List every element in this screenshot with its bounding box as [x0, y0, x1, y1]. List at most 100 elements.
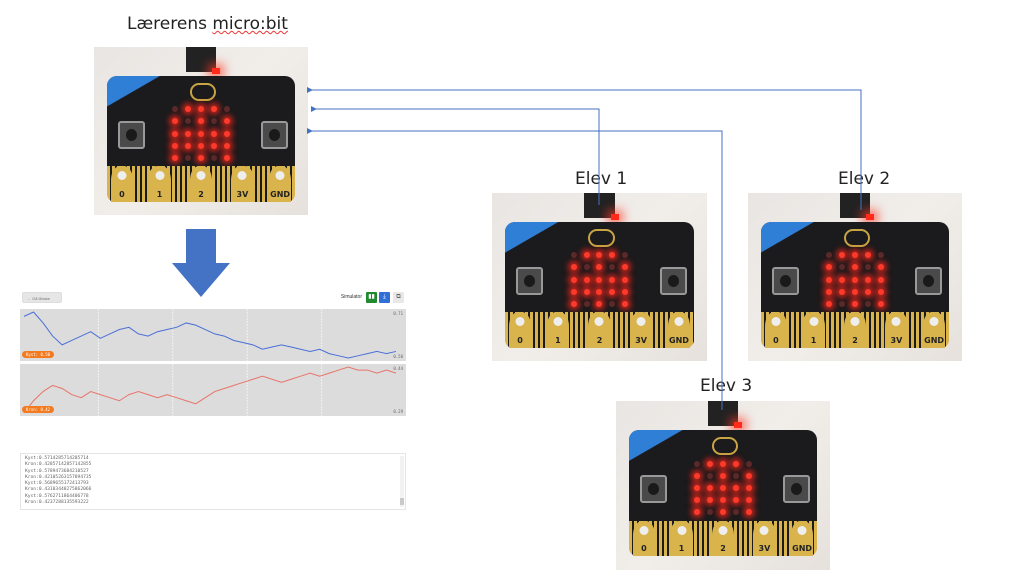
led	[694, 509, 701, 516]
led	[185, 154, 192, 161]
led	[694, 472, 701, 479]
log-line: Kyst:0.5789473684210527	[25, 468, 89, 474]
led	[622, 276, 629, 283]
led	[864, 300, 871, 307]
board-stripe	[760, 221, 837, 255]
button-a	[118, 120, 145, 149]
led	[185, 130, 192, 137]
led	[707, 497, 714, 504]
pin-gnd: GND	[922, 312, 946, 348]
down-arrow-icon	[172, 229, 230, 297]
pin-2: 2	[711, 521, 735, 557]
microbit-simulator-panel: ← Gå tilbake Simulator ▮▮ ⤓ ⧉ 0.71 0.50 …	[20, 290, 406, 416]
led	[864, 276, 871, 283]
plot-kyst-ymax: 0.71	[393, 311, 403, 316]
led	[570, 300, 577, 307]
led	[172, 118, 179, 125]
led	[570, 264, 577, 271]
led	[732, 485, 739, 491]
button-b	[915, 266, 942, 295]
elev1-label: Elev 1	[575, 169, 628, 189]
led	[694, 485, 701, 491]
led	[719, 509, 726, 516]
download-icon[interactable]: ⤓	[379, 292, 390, 303]
serial-log[interactable]: Kyst:0.5714285714285714 Kron:0.428571428…	[20, 453, 406, 510]
pin-0: 0	[508, 312, 532, 348]
led	[719, 460, 726, 467]
led	[185, 142, 192, 149]
elev3-label: Elev 3	[700, 376, 753, 396]
log-line: Kyst:0.5762711864406778	[25, 493, 89, 499]
led	[839, 300, 846, 307]
led	[609, 252, 616, 259]
led	[596, 264, 603, 271]
led	[223, 142, 230, 149]
simulator-label: Simulator	[340, 294, 362, 300]
led	[745, 460, 752, 467]
usb-connector	[840, 193, 874, 221]
back-button[interactable]: ← Gå tilbake	[22, 292, 62, 303]
microbit-logo-icon	[843, 229, 871, 247]
microbit-logo-icon	[588, 229, 615, 247]
led	[851, 276, 858, 283]
simulator-toolbar: ← Gå tilbake Simulator ▮▮ ⤓ ⧉	[20, 290, 406, 306]
pin-3v: 3V	[885, 312, 908, 348]
pause-icon[interactable]: ▮▮	[366, 292, 377, 303]
led	[596, 276, 603, 283]
led	[732, 460, 739, 467]
led	[210, 142, 217, 149]
pin-0: 0	[110, 166, 134, 202]
led	[694, 497, 701, 504]
led	[826, 300, 833, 307]
led-matrix	[169, 103, 233, 163]
copy-icon[interactable]: ⧉	[393, 292, 404, 303]
led	[707, 460, 714, 467]
board-stripe	[504, 221, 581, 255]
log-line: Kyst:0.5714285714285714	[25, 456, 89, 461]
led	[185, 118, 192, 125]
plot-kyst-badge: Kyst: 0.50	[22, 351, 55, 358]
log-line: Kron:0.42857142857142855	[25, 462, 92, 468]
plot-kron: 0.44 0.29 Kron: 0.42	[20, 364, 406, 416]
led	[732, 472, 739, 479]
led	[223, 106, 230, 113]
led	[826, 276, 833, 283]
led	[719, 497, 726, 504]
pin-0: 0	[632, 521, 656, 557]
led	[864, 264, 871, 271]
led-matrix	[691, 458, 755, 519]
led	[570, 276, 577, 283]
pin-1: 1	[546, 312, 570, 348]
led	[583, 276, 590, 283]
plot-kron-ymax: 0.44	[393, 366, 403, 371]
led	[877, 288, 884, 295]
led	[864, 252, 871, 259]
led	[622, 288, 629, 295]
led	[707, 485, 714, 491]
log-scrollbar[interactable]	[400, 456, 404, 507]
led	[719, 485, 726, 491]
teacher-label: Lærerens micro:bit	[127, 14, 288, 34]
pin-3v: 3V	[629, 312, 653, 348]
led	[826, 252, 833, 259]
log-line: Kyst:0.5689655172413793	[25, 481, 89, 487]
led	[197, 142, 204, 149]
led	[609, 288, 616, 295]
led	[745, 509, 752, 516]
usb-connector	[708, 401, 742, 429]
led	[223, 154, 230, 161]
led	[172, 130, 179, 137]
log-line: Kron:0.4237288135593222	[25, 500, 89, 506]
led	[596, 300, 603, 307]
led	[596, 288, 603, 295]
log-line: Kron:0.43103448275862066	[25, 487, 92, 493]
led	[570, 252, 577, 259]
led	[877, 276, 884, 283]
